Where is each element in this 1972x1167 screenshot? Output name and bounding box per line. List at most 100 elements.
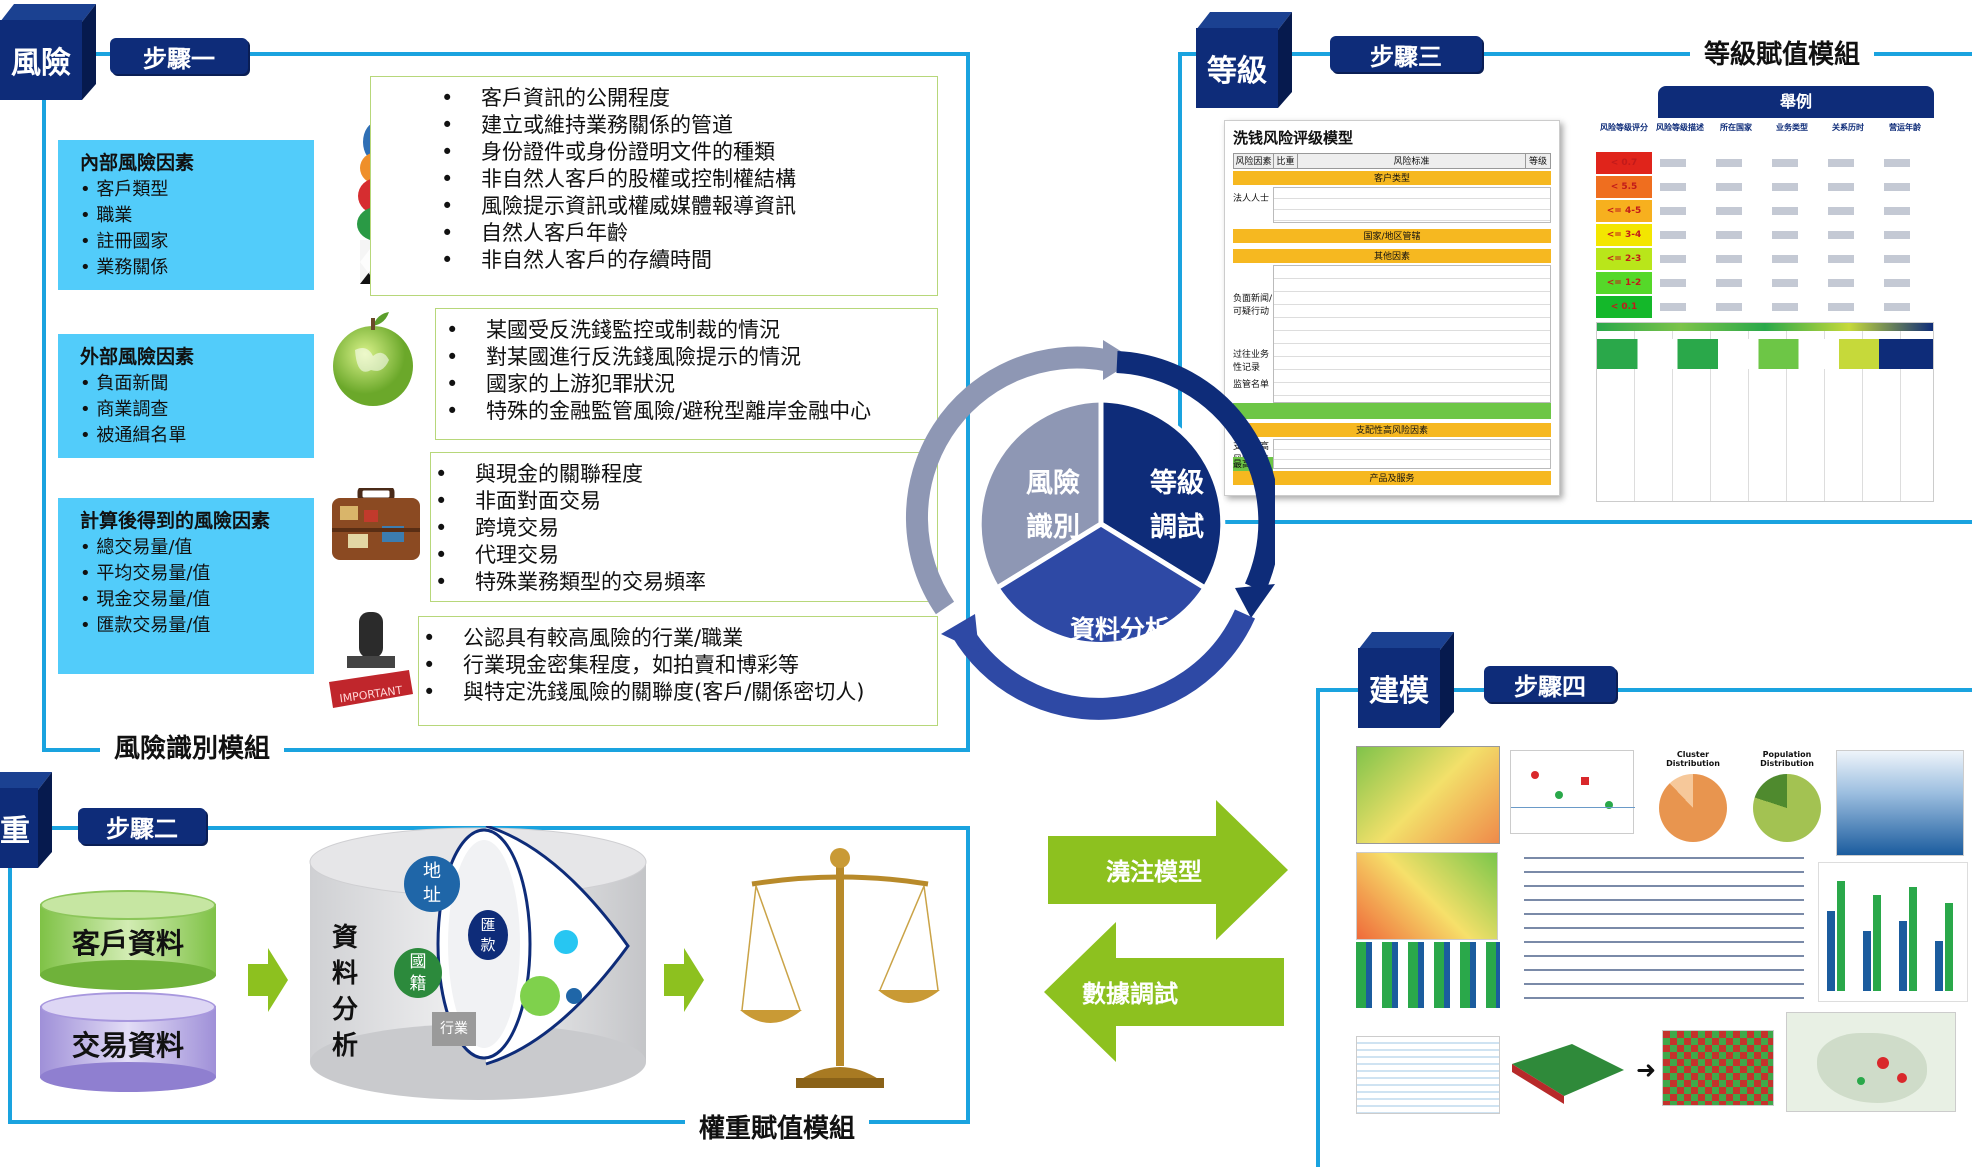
nation-char: 國 [409,952,427,972]
doc-section: 产品及服务 [1233,471,1551,485]
remittance-bubble: 匯 款 [468,910,508,960]
gradient-plot-thumbnail [1356,852,1498,940]
nation-char: 籍 [409,974,427,994]
risk-identification-module-title: 風險識別模組 [100,728,285,765]
example-header: 所在国家 [1720,123,1752,132]
bullet-item: 風險提示資訊或權威媒體報導資訊 [441,193,937,220]
grading-line: 等級 [1150,468,1204,499]
globe-apple-icon [333,312,413,406]
modeling-badge: 建模 [1358,632,1454,728]
modeling-badge-label: 建模 [1358,648,1440,728]
example-level-cell: < 0.7 [1596,152,1652,174]
step-one-pill: 步驟一 [110,38,248,74]
bullet-item: 非面對面交易 [435,488,937,515]
right-arrow-icon: ➜ [1636,1056,1657,1084]
bullet-item: 非自然人客戶的存續時間 [441,247,937,274]
doc-section: 支配性高风险因素 [1233,423,1551,437]
example-level-row: <= 1-2 [1596,272,1934,294]
step-three-pill: 步驟三 [1330,36,1482,72]
bullet-item: 某國受反洗錢監控或制裁的情況 [446,317,937,344]
grading-line: 調試 [1150,512,1204,543]
factor-title: 計算後得到的風險因素 [80,510,271,532]
bullet-item: 自然人客戶年齡 [441,220,937,247]
cluster-distribution-thumbnail: Cluster Distribution [1650,750,1736,842]
identify-line: 風險 [1026,468,1080,499]
risk-identify-label: 風險 識別 [1008,462,1098,550]
doc-row-label: 监管名单 [1233,380,1270,390]
quadrant-heatmap-thumbnail [1356,746,1500,844]
remit-char: 款 [480,936,496,954]
bar-chart-thumbnail [1818,862,1968,1002]
bullet-item: 與特定洗錢風險的關聯度(客戶/關係密切人) [423,679,937,706]
cyan-bubble [554,930,578,954]
backward-green-arrow: 數據調試 [1044,922,1284,1062]
text-notes-thumbnail [1524,848,1804,1000]
internal-risk-factors: 內部風險因素 客戶類型 職業 註冊國家 業務關係 [58,140,314,290]
green-right-arrow-small-icon [248,948,288,1012]
example-header: 关系历时 [1832,123,1864,132]
example-level-row: < 0.7 [1596,152,1934,174]
rating-model-document: 洗钱风险评级模型 风险因素 比重 风险标准 等级 客户类型 法人人士 国家/地区… [1224,120,1560,496]
bullet-item: 建立或維持業務關係的管道 [441,112,937,139]
bullet-item: 行業現金密集程度，如拍賣和博彩等 [423,652,937,679]
transaction-data-cylinder: 交易資料 [40,992,216,1092]
transaction-risk-bullets: 與現金的關聯程度 非面對面交易 跨境交易 代理交易 特殊業務類型的交易頻率 [430,452,938,602]
customer-risk-bullets: 客戶資訊的公開程度 建立或維持業務關係的管道 身份證件或身份證明文件的種類 非自… [370,76,938,296]
customer-data-label: 客戶資料 [71,927,184,960]
example-header: 营运年龄 [1889,123,1921,132]
population-distribution-thumbnail: Population Distribution [1742,750,1832,842]
modeling-frame-top-line [1316,688,1972,692]
remit-char: 匯 [480,916,496,934]
step-four-pill: 步驟四 [1484,666,1616,702]
map-thumbnail [1786,1012,1956,1112]
country-risk-bullets: 某國受反洗錢監控或制裁的情況 對某國進行反洗錢風險提示的情況 國家的上游犯罪狀況… [435,308,938,440]
grading-frame-bottom-line [1178,520,1972,524]
example-level-detail [1652,183,1934,191]
example-level-rows: < 0.7< 5.5<= 4-5<= 3-4<= 2-3<= 1-2< 0.1 [1596,152,1934,320]
stacked-bars-thumbnail [1356,942,1500,1008]
green-right-arrow-small-icon [664,948,704,1012]
analysis-char: 料 [331,959,358,989]
scatter-thumbnail [1510,750,1635,834]
grade-badge: 等級 [1196,12,1292,108]
green-bubble [520,976,560,1016]
bullet-item: 跨境交易 [435,515,937,542]
bullet-item: 特殊業務類型的交易頻率 [435,569,937,596]
cycle-diagram [905,340,1275,720]
factor-item: 負面新聞 [80,371,292,397]
red-green-heatmap-thumbnail [1662,1030,1774,1106]
appendix-table-thumbnail [1596,322,1934,502]
thumb-title: Cluster Distribution [1666,750,1720,768]
grading-frame-top-line [1178,52,1972,56]
nationality-bubble: 國 籍 [394,948,442,998]
factor-item: 業務關係 [80,255,292,281]
suitcase-icon [332,488,420,560]
transaction-data-label: 交易資料 [71,1029,184,1062]
factor-item: 客戶類型 [80,177,292,203]
factor-item: 商業調查 [80,397,292,423]
example-header: 风险等级评分 [1600,123,1648,132]
analysis-char: 析 [331,1031,358,1061]
factor-item: 匯款交易量/值 [80,613,292,639]
factor-item: 總交易量/值 [80,535,292,561]
modeling-frame-left-line [1316,688,1320,1167]
factor-item: 職業 [80,203,292,229]
doc-header: 比重 [1274,154,1298,168]
example-level-cell: <= 2-3 [1596,248,1652,270]
weight-badge: 重 [0,772,52,868]
step-two-pill: 步驟二 [78,808,206,844]
blue-bubble [566,988,582,1004]
example-level-row: <= 2-3 [1596,248,1934,270]
factor-item: 被通緝名單 [80,423,292,449]
example-level-detail [1652,159,1934,167]
address-bubble: 地 址 [404,856,460,912]
example-header: 业务类型 [1776,123,1808,132]
example-level-detail [1652,255,1934,263]
thumb-title: Population Distribution [1760,750,1814,768]
rubber-stamp-icon: IMPORTANT [329,612,413,708]
grade-badge-label: 等級 [1196,28,1278,108]
forward-arrow-label: 澆注模型 [1106,858,1202,886]
weighting-module-title: 權重賦值模組 [685,1108,870,1145]
example-table: 舉例 风险等级评分 风险等级描述 所在国家 业务类型 关系历时 营运年龄 < 0… [1596,86,1934,506]
doc-header: 风险标准 [1298,154,1526,168]
